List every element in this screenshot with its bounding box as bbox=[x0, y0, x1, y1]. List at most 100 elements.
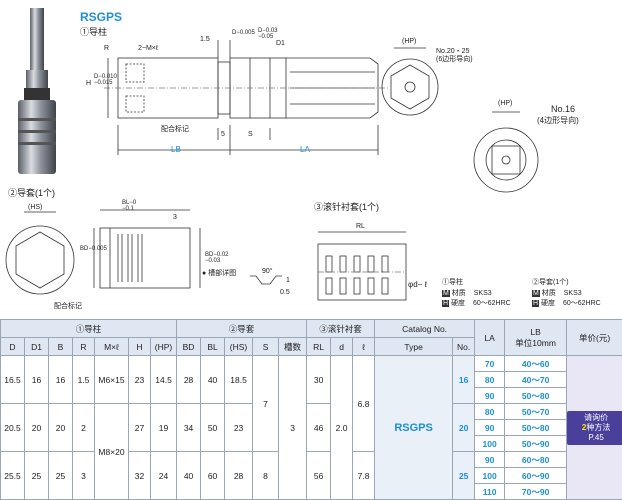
no-20-25-label: No.20・25 (6边形导向) bbox=[436, 48, 473, 64]
dim-bl: BL−0 −0.1 bbox=[122, 200, 137, 212]
cell-lb: 50～70 bbox=[504, 403, 568, 420]
cell-d: 20.5 bbox=[0, 403, 25, 452]
dim-phi: φd− ℓ bbox=[408, 280, 428, 289]
cell-la: 70 bbox=[474, 355, 506, 372]
dim-groove-05: 0.5 bbox=[280, 289, 290, 296]
cell-no: 16 bbox=[452, 355, 476, 404]
dim-90: 90° bbox=[262, 268, 273, 275]
cell-l-shared: 6.8 bbox=[352, 355, 376, 452]
dim-d-tol: D−0.010 −0.015 bbox=[94, 74, 117, 86]
cell-lb: 50～80 bbox=[504, 419, 568, 436]
price-cell: 请询价 2种方法 P.45 bbox=[566, 355, 622, 500]
cell-rl: 46 bbox=[306, 403, 332, 452]
dim-bd2: BD−0.02 −0.03 bbox=[205, 252, 229, 264]
cell-no: 25 bbox=[452, 451, 476, 500]
cell-la: 80 bbox=[474, 403, 506, 420]
dim-r: R bbox=[104, 45, 110, 52]
cell-no: 20 bbox=[452, 403, 476, 452]
cell-bl: 50 bbox=[200, 403, 226, 452]
cell-lb: 50～80 bbox=[504, 387, 568, 404]
section-guide-bush: ②导套(1个) bbox=[8, 188, 55, 198]
mat-a-m: M 材质 SKS3 bbox=[442, 290, 492, 297]
cell-small-d: 2.0 bbox=[330, 355, 354, 500]
th-group-bush: ②导套 bbox=[176, 319, 308, 338]
technical-drawing bbox=[5, 40, 539, 301]
dim-hs: (HS) bbox=[28, 204, 43, 211]
dim-h: H bbox=[86, 80, 92, 87]
cell-hs: 18.5 bbox=[224, 355, 254, 404]
cell-b: 25 bbox=[48, 451, 73, 500]
cell-hp: 14.5 bbox=[149, 355, 178, 404]
dim-s: S bbox=[248, 131, 253, 138]
mat-b-m: M 材质 SKS3 bbox=[532, 290, 582, 297]
cell-lb: 60～80 bbox=[504, 451, 568, 468]
cell-la: 90 bbox=[474, 387, 506, 404]
no-16-sub: (4边形导向) bbox=[537, 116, 579, 125]
product-code: RSGPS bbox=[80, 10, 123, 24]
cell-lb: 40～60 bbox=[504, 355, 568, 372]
dim-groove-1: 1 bbox=[286, 277, 290, 284]
cell-lb: 70～90 bbox=[504, 483, 568, 500]
mark-label: 配合标记 bbox=[161, 126, 189, 133]
th-grooves: 槽数 bbox=[278, 337, 308, 356]
cell-type: RSGPS bbox=[374, 355, 454, 500]
cell-d: 16.5 bbox=[0, 355, 25, 404]
th-group-needle: ③滚针衬套 bbox=[306, 319, 376, 338]
cell-bd: 28 bbox=[176, 355, 202, 404]
cell-d1: 20 bbox=[24, 403, 49, 452]
cell-lb: 60～90 bbox=[504, 467, 568, 484]
th-catalog: Catalog No. bbox=[374, 319, 476, 338]
cell-d1: 25 bbox=[24, 451, 49, 500]
cell-d: 25.5 bbox=[0, 451, 25, 500]
cell-lb: 50～90 bbox=[504, 435, 568, 452]
cell-rl: 56 bbox=[306, 451, 332, 500]
mat-a-h: H 硬度 60～62HRC bbox=[442, 300, 511, 307]
no-16-label: No.16 bbox=[551, 104, 576, 114]
cell-h: 32 bbox=[128, 451, 151, 500]
dim-lb: LB bbox=[171, 145, 181, 154]
th-bd: BD bbox=[176, 337, 202, 356]
cell-r: 2 bbox=[72, 403, 95, 452]
th-mxl: M×ℓ bbox=[94, 337, 129, 356]
cell-hs: 23 bbox=[224, 403, 254, 452]
cell-s: 8 bbox=[252, 451, 280, 500]
inquiry-badge[interactable]: 请询价 2种方法 P.45 bbox=[567, 410, 622, 445]
mat-a-title: ①导柱 bbox=[442, 279, 463, 286]
th-price: 单价(元) bbox=[566, 319, 622, 356]
cell-la: 90 bbox=[474, 451, 506, 468]
cell-bl: 60 bbox=[200, 451, 226, 500]
th-hp: (HP) bbox=[149, 337, 178, 356]
cell-rl: 30 bbox=[306, 355, 332, 404]
cell-hp: 19 bbox=[149, 403, 178, 452]
th-rl: RL bbox=[306, 337, 332, 356]
cell-s-shared: 7 bbox=[252, 355, 280, 452]
cell-bd: 34 bbox=[176, 403, 202, 452]
th-no: No. bbox=[452, 337, 476, 356]
th-r: R bbox=[72, 337, 95, 356]
dim-d-003: D−0.03 −0.05 bbox=[258, 28, 278, 40]
dim-bd: BD−0.005 bbox=[80, 246, 107, 252]
cell-la: 100 bbox=[474, 435, 506, 452]
th-group-post: ①导柱 bbox=[0, 319, 178, 338]
dim-5: 5 bbox=[221, 131, 225, 138]
th-type: Type bbox=[374, 337, 454, 356]
th-bl: BL bbox=[200, 337, 226, 356]
th-d: D bbox=[0, 337, 25, 356]
cell-la: 110 bbox=[474, 483, 506, 500]
dim-hp: (HP) bbox=[402, 38, 417, 45]
cell-h: 23 bbox=[128, 355, 151, 404]
cell-la: 100 bbox=[474, 467, 506, 484]
cell-m-shared: M8×20 bbox=[94, 403, 129, 500]
mat-b-title: ②导套(1个) bbox=[532, 279, 569, 286]
dim-hp-16: (HP) bbox=[498, 100, 513, 107]
cell-h: 27 bbox=[128, 403, 151, 452]
th-small-d: d bbox=[330, 337, 354, 356]
cell-lb: 40～70 bbox=[504, 371, 568, 388]
th-hs: (HS) bbox=[224, 337, 254, 356]
section-needle-bushing: ③滚针衬套(1个) bbox=[314, 202, 379, 212]
th-l: ℓ bbox=[352, 337, 376, 356]
cell-d1: 16 bbox=[24, 355, 49, 404]
mat-b-h: H 硬度 60～62HRC bbox=[532, 300, 601, 307]
dim-d1: D1 bbox=[276, 40, 285, 47]
